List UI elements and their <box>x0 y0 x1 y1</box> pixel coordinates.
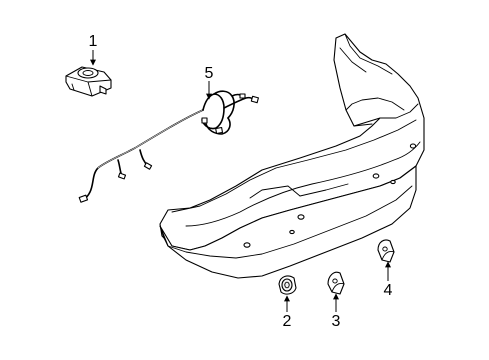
sensor-4-icon <box>377 239 395 263</box>
callout-2-label: 2 <box>283 313 292 330</box>
sensor-3-icon <box>327 271 345 295</box>
callout-5-label: 5 <box>205 65 214 82</box>
sensor-2-icon <box>278 275 297 295</box>
bumper-cover-icon <box>159 33 425 279</box>
callout-4-label: 4 <box>384 282 393 299</box>
callout-1-label: 1 <box>89 33 98 50</box>
wiring-harness-icon <box>78 90 259 203</box>
callout-3-label: 3 <box>332 313 341 330</box>
parking-aid-module-icon <box>65 66 112 97</box>
